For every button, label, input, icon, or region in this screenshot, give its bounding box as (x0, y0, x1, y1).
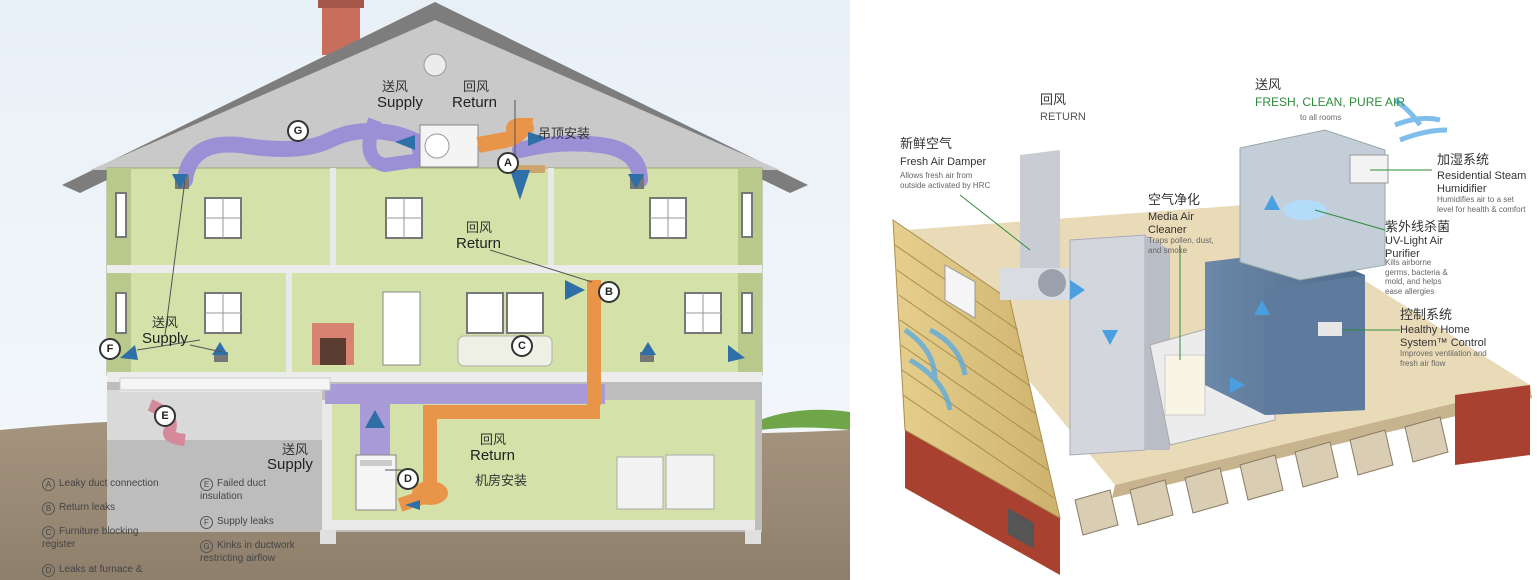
humidifier-cn: 加湿系统 (1437, 152, 1490, 167)
house-cutaway (0, 0, 850, 580)
return-top-label: Return (452, 94, 498, 111)
legend-text-a: Leaky duct connection (59, 478, 159, 489)
legend-item-d: D Leaks at furnace & (42, 564, 192, 577)
supply-sub: to all rooms (1300, 113, 1342, 122)
supply-top-cn: 送风 (382, 79, 409, 94)
uv-purifier-en: UV-Light Air Purifier (1385, 235, 1444, 260)
badge-c: C (511, 335, 533, 357)
legend-key-b: B (42, 502, 55, 515)
air-cleaner-desc: Traps pollen, dust, and smoke (1148, 236, 1214, 255)
return-top-cn: 回风 (463, 79, 490, 94)
whole-home-system (850, 0, 1538, 580)
badge-a: A (497, 152, 519, 174)
badge-e: E (154, 405, 176, 427)
supply-left-cn: 送风 (152, 315, 179, 330)
supply-top-label: Supply (377, 94, 423, 111)
machine-room-cn: 机房安装 (475, 473, 528, 488)
legend-item-b: B Return leaks (42, 502, 192, 515)
legend-text-d: Leaks at furnace & (59, 564, 143, 575)
return-base-cn: 回风 (480, 432, 507, 447)
legend-text-f: Supply leaks (217, 516, 274, 527)
ceiling-install-cn: 吊顶安装 (538, 126, 591, 141)
fresh-air-en: Fresh Air Damper (900, 156, 987, 168)
badge-g: G (287, 120, 309, 142)
legend-text-g: Kinks in ductwork restricting airflow (200, 540, 295, 564)
supply-base-label: Supply (267, 456, 313, 473)
humidifier-en: Residential Steam Humidifier (1437, 170, 1527, 195)
control-cn: 控制系统 (1400, 307, 1453, 322)
badge-d: D (397, 468, 419, 490)
return-cn: 回风 (1040, 92, 1067, 107)
humidifier-desc: Humidifies air to a set level for health… (1437, 195, 1526, 214)
legend-text-c: Furniture blocking register (42, 526, 139, 550)
air-cleaner-en: Media Air Cleaner (1148, 211, 1194, 236)
legend-key-f: F (200, 516, 213, 529)
supply-left-label: Supply (142, 330, 188, 347)
fresh-air-desc: Allows fresh air from outside activated … (900, 171, 991, 190)
return-base-label: Return (470, 447, 516, 464)
legend-key-a: A (42, 478, 55, 491)
legend-key-e: E (200, 478, 213, 491)
legend-key-c: C (42, 526, 55, 539)
legend-item-a: A Leaky duct connection (42, 478, 192, 491)
legend-item-f: F Supply leaks (200, 516, 320, 529)
supply-cn: 送风 (1255, 77, 1282, 92)
return-mid-label: Return (456, 235, 502, 252)
air-cleaner-cn: 空气净化 (1148, 192, 1201, 207)
uv-purifier-desc: Kills airborne germs, bacteria & mold, a… (1385, 258, 1448, 296)
legend-text-b: Return leaks (59, 502, 116, 513)
legend-key-d: D (42, 564, 55, 577)
control-en: Healthy Home System™ Control (1400, 324, 1487, 349)
return-en: RETURN (1040, 111, 1086, 123)
badge-b: B (598, 281, 620, 303)
badge-f: F (99, 338, 121, 360)
fresh-air-cn: 新鲜空气 (900, 136, 953, 151)
supply-base-cn: 送风 (282, 442, 309, 457)
legend-text-e: Failed duct insulation (200, 478, 266, 502)
uv-purifier-cn: 紫外线杀菌 (1385, 219, 1451, 234)
supply-en: FRESH, CLEAN, PURE AIR (1255, 95, 1406, 109)
control-desc: Improves ventilation and fresh air flow (1400, 349, 1487, 368)
legend-key-g: G (200, 540, 213, 553)
return-mid-cn: 回风 (466, 220, 493, 235)
